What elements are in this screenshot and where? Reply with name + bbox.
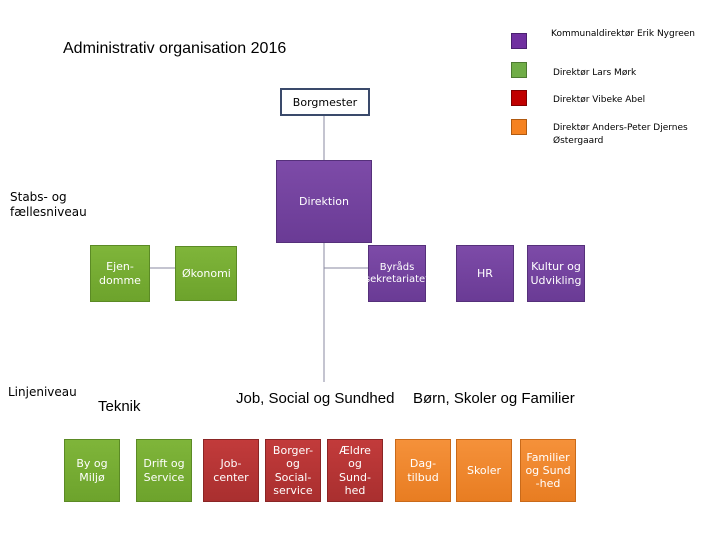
- group-label-job-social-sundhed: Job, Social og Sundhed: [236, 390, 395, 407]
- direktion-box: Direktion: [276, 160, 372, 243]
- mayor-box: Borgmester: [280, 88, 370, 116]
- legend-swatch-orange: [511, 119, 527, 135]
- legend-swatch-red: [511, 90, 527, 106]
- unit-kultur-udvikling: Kultur og Udvikling: [527, 245, 585, 302]
- unit-aeldre-sundhed: Ældre og Sund- hed: [327, 439, 383, 502]
- unit-familier-sundhed: Familier og Sund -hed: [520, 439, 576, 502]
- unit-jobcenter: Job- center: [203, 439, 259, 502]
- level-label-linje: Linjeniveau: [8, 385, 77, 399]
- unit-okonomi: Økonomi: [175, 246, 237, 301]
- unit-skoler: Skoler: [456, 439, 512, 502]
- legend-label-1: Kommunaldirektør Erik Nygreen: [551, 29, 695, 39]
- group-label-teknik: Teknik: [98, 398, 141, 415]
- legend-swatch-purple: [511, 33, 527, 49]
- unit-by-og-miljo: By og Miljø: [64, 439, 120, 502]
- page-title: Administrativ organisation 2016: [63, 40, 287, 57]
- unit-drift-og-service: Drift og Service: [136, 439, 192, 502]
- unit-ejendomme: Ejen- domme: [90, 245, 150, 302]
- unit-byraadssekretariatet: Byråds sekretariatet: [365, 245, 429, 302]
- unit-hr: HR: [456, 245, 514, 302]
- legend-swatch-green: [511, 62, 527, 78]
- legend-label-3: Direktør Vibeke Abel: [553, 95, 646, 105]
- group-label-boern-skoler-familier: Børn, Skoler og Familier: [413, 390, 575, 407]
- unit-dagtilbud: Dag- tilbud: [395, 439, 451, 502]
- legend-label-4: Direktør Anders-Peter Djernes Østergaard: [553, 123, 688, 146]
- unit-borger-socialservice: Borger- og Social- service: [265, 439, 321, 502]
- legend-label-2: Direktør Lars Mørk: [553, 68, 637, 78]
- level-label-stabs: Stabs- og fællesniveau: [10, 190, 87, 219]
